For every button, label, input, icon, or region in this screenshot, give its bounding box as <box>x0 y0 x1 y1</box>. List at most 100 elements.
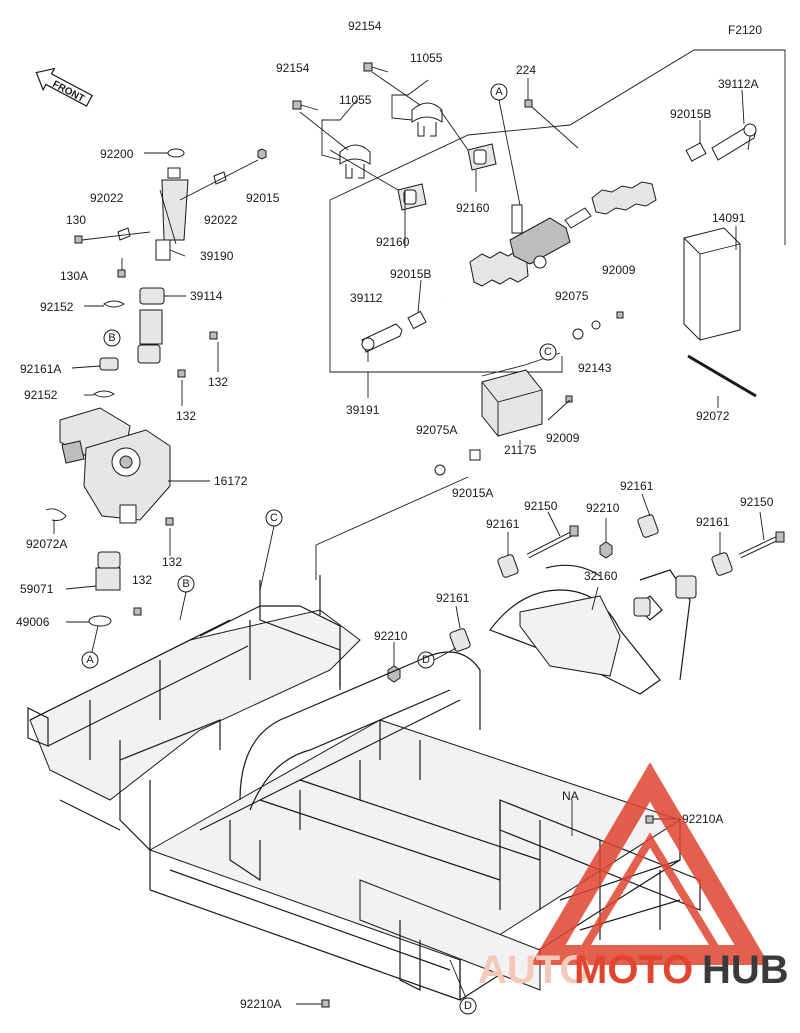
bolt-92009-a <box>616 311 624 319</box>
leader <box>329 149 399 191</box>
callout-132: 132 <box>162 555 182 569</box>
callout-92015A: 92015A <box>452 486 493 500</box>
steering-rack <box>444 175 681 299</box>
callout-92152: 92152 <box>40 300 74 314</box>
tie-rod-end-left <box>361 323 403 362</box>
callout-130: 130 <box>66 213 86 227</box>
ref-C-module: C <box>539 343 557 361</box>
figure-code: F2120 <box>728 23 762 37</box>
callout-14091: 14091 <box>712 211 746 225</box>
vehicle-frame <box>27 575 701 1001</box>
steering-column-39190 <box>155 167 189 261</box>
svg-text:B: B <box>108 332 115 344</box>
leader <box>179 159 259 201</box>
callout-92009: 92009 <box>546 431 580 445</box>
callout-92161A: 92161A <box>20 362 61 376</box>
plate-92022-left <box>117 227 131 241</box>
ref-B-column: B <box>103 329 121 347</box>
callout-92154: 92154 <box>276 61 310 75</box>
callout-92161: 92161 <box>436 591 470 605</box>
bushing-92160-left <box>397 183 427 211</box>
callout-11055: 11055 <box>410 51 443 65</box>
tie-rod-end-right <box>711 123 757 161</box>
leader <box>315 476 469 580</box>
leader <box>299 111 349 151</box>
joint-59071 <box>95 551 121 591</box>
leader <box>591 586 599 611</box>
callout-92022: 92022 <box>204 213 238 227</box>
leader <box>71 365 101 369</box>
bolt-130 <box>74 235 83 244</box>
callout-49006: 49006 <box>16 615 50 629</box>
callout-92200: 92200 <box>100 147 134 161</box>
leader <box>547 399 571 421</box>
callout-59071: 59071 <box>20 582 54 596</box>
svg-text:A: A <box>495 86 503 98</box>
nut-92015B-right <box>685 142 707 162</box>
ref-A-lower: A <box>81 651 99 669</box>
module-21175 <box>481 369 543 437</box>
callout-92143: 92143 <box>578 361 612 375</box>
svg-text:C: C <box>270 512 278 524</box>
leader <box>179 591 187 621</box>
callout-92161: 92161 <box>620 479 654 493</box>
callout-224: 224 <box>516 63 536 77</box>
bolt-92210A-right <box>645 815 654 824</box>
callout-92150: 92150 <box>740 495 774 509</box>
bushing-92161-d <box>449 628 471 652</box>
plate-92022-right <box>213 171 227 185</box>
bolt-92150-a <box>526 525 579 559</box>
callout-39114: 39114 <box>190 289 223 303</box>
collar-92075 <box>572 328 584 340</box>
watermark-part2: MOTO <box>574 948 693 992</box>
callout-11055: 11055 <box>339 93 372 107</box>
leader <box>641 493 651 517</box>
bolt-92009-b <box>565 395 573 403</box>
nut-92015B-left <box>407 310 427 330</box>
clamp-bracket-11055-right <box>411 102 443 137</box>
callout-132: 132 <box>208 375 228 389</box>
bolt-92150-b <box>738 531 785 559</box>
bushing-92160-right <box>467 143 497 171</box>
callout-NA: NA <box>562 789 579 803</box>
callout-92152: 92152 <box>24 388 58 402</box>
nut-92210-a <box>599 541 613 559</box>
clamp-92072A <box>45 508 67 521</box>
leader <box>169 249 186 257</box>
svg-text:D: D <box>422 654 430 666</box>
seal-92152-lower <box>93 390 115 398</box>
nut-92015A <box>469 449 481 461</box>
bushing-92161-b <box>637 514 659 538</box>
seal-92152-upper <box>103 300 125 308</box>
leader <box>371 71 421 106</box>
nut-92210-b <box>387 665 401 683</box>
watermark-logo <box>530 762 770 965</box>
svg-text:D: D <box>464 1000 472 1012</box>
watermark-part3: HUB <box>702 948 789 992</box>
leader <box>455 605 461 629</box>
callout-92210A: 92210A <box>682 812 723 826</box>
front-arrow-icon: FRONT <box>35 67 93 107</box>
leader <box>321 99 358 161</box>
callout-132: 132 <box>176 409 196 423</box>
callout-92072A: 92072A <box>26 537 67 551</box>
swing-arm-32160 <box>489 564 697 695</box>
power-steering-unit-16172 <box>59 407 171 524</box>
leader <box>91 625 99 653</box>
leader <box>741 89 745 125</box>
bolt-132-a <box>209 331 218 340</box>
bolt-132-b <box>177 369 186 378</box>
ref-A-rack: A <box>490 83 508 101</box>
svg-text:B: B <box>182 578 189 590</box>
strap-92072 <box>687 354 757 398</box>
callout-92075A: 92075A <box>416 423 457 437</box>
bolt-132-c <box>165 517 174 526</box>
bushing-92161-a <box>497 554 519 578</box>
leader <box>81 231 151 241</box>
callout-92160: 92160 <box>376 235 410 249</box>
leader <box>65 585 97 590</box>
bushing-92161A <box>99 357 119 371</box>
seal-49006 <box>88 615 112 627</box>
rack-group-outline <box>329 200 563 373</box>
